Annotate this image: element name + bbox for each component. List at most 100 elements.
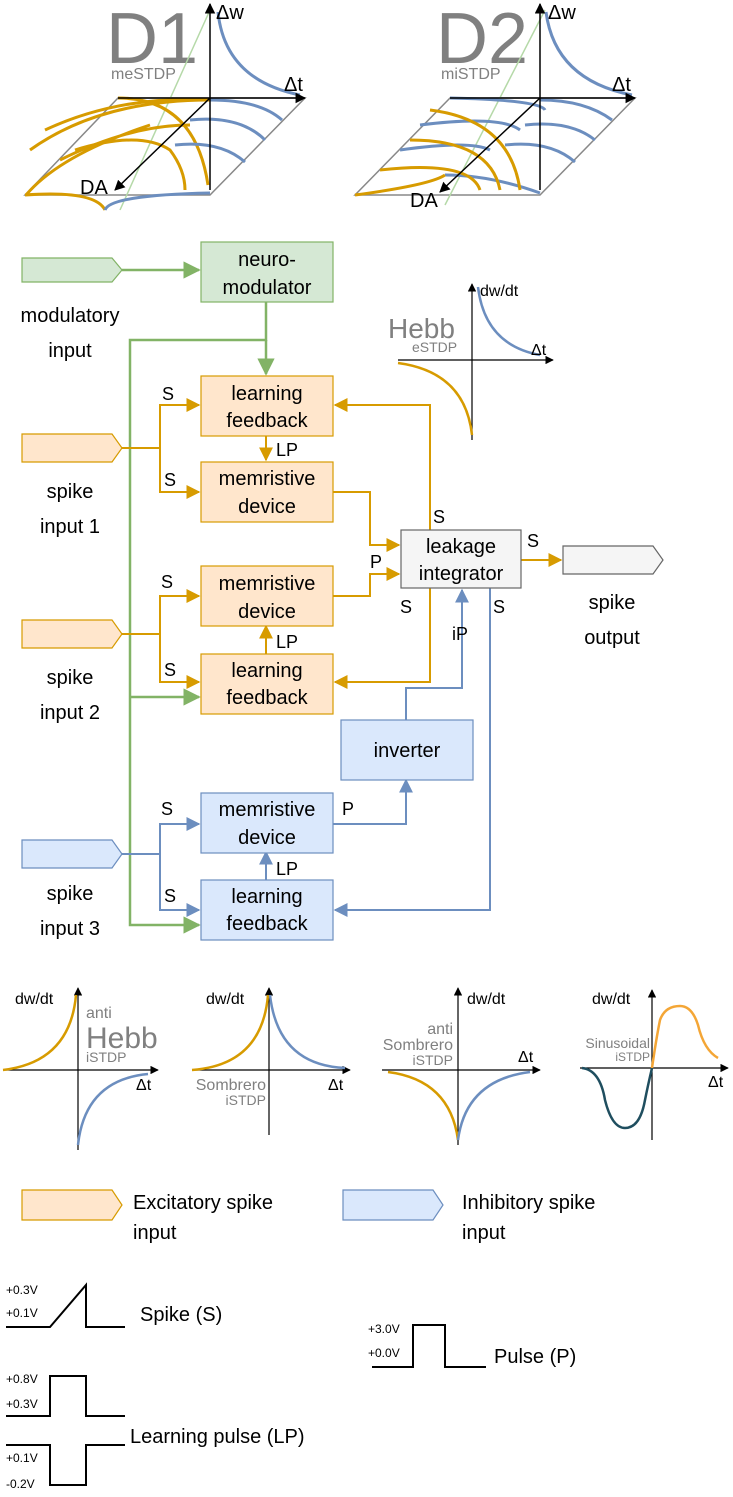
- memristive-device-2-label-1: memristive: [219, 573, 316, 595]
- curve-hebb-e-x-axis: Δt: [531, 342, 547, 359]
- curve-sombrero-subtitle: iSTDP: [226, 1092, 266, 1108]
- panel-d1: D1 meSTDP Δw Δt DA: [23, 0, 307, 211]
- neuromodulator-block: neuro- modulator: [200, 241, 334, 303]
- panel-d2: D2 miSTDP Δw Δt DA: [353, 0, 637, 212]
- curve-sombrero-x-axis: Δt: [328, 1077, 344, 1094]
- legend-excitatory: Excitatory spike input: [21, 1189, 273, 1244]
- panel-d2-z-axis: DA: [410, 190, 438, 212]
- spike-input-1-label-1: spike: [47, 481, 94, 503]
- curve-anti-sombrero-y-axis: dw/dt: [467, 991, 506, 1008]
- signal-s: S: [400, 597, 412, 617]
- leakage-integrator-label-2: integrator: [419, 563, 504, 585]
- legend-inhibitory: Inhibitory spike input: [342, 1189, 595, 1244]
- memristive-device-3-label-1: memristive: [219, 799, 316, 821]
- spike-input-1-label-2: input 1: [40, 516, 100, 538]
- signal-lp: LP: [276, 440, 298, 460]
- spike-output-label-2: output: [584, 627, 640, 649]
- curve-hebb-estdp: Hebb eSTDP dw/dt Δt: [388, 283, 554, 440]
- learning-feedback-1-label-1: learning: [231, 383, 302, 405]
- modulatory-input-shape: [21, 257, 123, 283]
- curve-sinusoidal-subtitle: iSTDP: [615, 1050, 650, 1064]
- memristive-device-3-label-2: device: [238, 827, 296, 849]
- signal-labels: S S LP S S P S S S LP iP S S P LP S: [161, 384, 539, 906]
- lp-pos-low-voltage: +0.3V: [6, 1397, 38, 1411]
- curve-anti-hebb-prefix: anti: [86, 1005, 112, 1022]
- spike-input-2-label-1: spike: [47, 667, 94, 689]
- neuromodulator-label-2: modulator: [223, 277, 312, 299]
- curve-anti-sombrero-prefix: anti: [427, 1021, 453, 1038]
- learning-feedback-3-block: learning feedback: [200, 879, 334, 941]
- curve-anti-hebb-subtitle: iSTDP: [86, 1049, 126, 1065]
- legend-inhibitory-label-2: input: [462, 1222, 506, 1244]
- signal-p: P: [370, 552, 382, 572]
- panel-d1-z-axis: DA: [80, 177, 108, 199]
- signal-s: S: [162, 384, 174, 404]
- spike-input-1-shape: [21, 433, 123, 463]
- signal-s: S: [433, 507, 445, 527]
- spike-input-3-label-2: input 3: [40, 918, 100, 940]
- memristive-device-1-block: memristive device: [200, 461, 334, 523]
- learning-pulse-label: Learning pulse (LP): [130, 1426, 305, 1448]
- spike-input-2-label-2: input 2: [40, 702, 100, 724]
- curve-sinusoidal-x-axis: Δt: [708, 1074, 724, 1091]
- pulse-label: Pulse (P): [494, 1346, 576, 1368]
- signal-s: S: [164, 660, 176, 680]
- modulatory-input-label-1: modulatory: [21, 305, 120, 327]
- panel-d1-title: D1: [106, 0, 198, 79]
- learning-feedback-1-block: learning feedback: [200, 375, 334, 437]
- signal-s: S: [161, 572, 173, 592]
- signal-s: S: [161, 799, 173, 819]
- curve-sinusoidal-y-axis: dw/dt: [592, 991, 631, 1008]
- lp-pos-high-voltage: +0.8V: [6, 1372, 38, 1386]
- learning-feedback-2-label-1: learning: [231, 660, 302, 682]
- curve-anti-hebb-x-axis: Δt: [136, 1077, 152, 1094]
- curve-anti-hebb-title: Hebb: [86, 1022, 158, 1055]
- waveform-learning-pulse: +0.8V +0.3V Learning pulse (LP) +0.1V -0…: [6, 1372, 305, 1491]
- signal-s: S: [493, 597, 505, 617]
- signal-s: S: [527, 531, 539, 551]
- curve-sombrero-y-axis: dw/dt: [206, 991, 245, 1008]
- curve-anti-hebb-y-axis: dw/dt: [15, 991, 54, 1008]
- panel-d1-y-axis: Δw: [216, 2, 244, 24]
- panel-d1-x-axis: Δt: [284, 74, 303, 96]
- panel-d2-x-axis: Δt: [612, 74, 631, 96]
- lp-neg-low-voltage: -0.2V: [6, 1477, 35, 1491]
- leakage-integrator-block: leakage integrator: [400, 529, 522, 589]
- spike-input-3-shape: [21, 839, 123, 869]
- learning-feedback-3-label-1: learning: [231, 886, 302, 908]
- lp-neg-high-voltage: +0.1V: [6, 1451, 38, 1465]
- leakage-integrator-label-1: leakage: [426, 536, 496, 558]
- learning-feedback-1-label-2: feedback: [226, 410, 308, 432]
- waveform-pulse: +3.0V +0.0V Pulse (P): [368, 1322, 576, 1368]
- memristive-device-2-label-2: device: [238, 601, 296, 623]
- curve-anti-sombrero-subtitle: iSTDP: [413, 1052, 453, 1068]
- inverter-block: inverter: [340, 719, 474, 781]
- curve-hebb-e-subtitle: eSTDP: [412, 339, 457, 355]
- panel-d2-y-axis: Δw: [548, 2, 576, 24]
- learning-feedback-2-label-2: feedback: [226, 687, 308, 709]
- signal-s: S: [164, 470, 176, 490]
- legend-excitatory-label-2: input: [133, 1222, 177, 1244]
- spike-input-2-shape: [21, 619, 123, 649]
- legend-excitatory-label-1: Excitatory spike: [133, 1192, 273, 1214]
- signal-ip: iP: [452, 624, 468, 644]
- memristive-device-3-block: memristive device: [200, 792, 334, 854]
- curve-hebb-e-y-axis: dw/dt: [480, 283, 519, 300]
- memristive-device-1-label-2: device: [238, 496, 296, 518]
- signal-s: S: [164, 886, 176, 906]
- pulse-high-voltage: +3.0V: [368, 1322, 400, 1336]
- spike-output-shape: [562, 545, 664, 575]
- inverter-label: inverter: [374, 740, 441, 762]
- learning-feedback-3-label-2: feedback: [226, 913, 308, 935]
- modulatory-input-label-2: input: [48, 340, 92, 362]
- spike-high-voltage: +0.3V: [6, 1283, 38, 1297]
- legend-inhibitory-label-1: Inhibitory spike: [462, 1192, 595, 1214]
- spike-low-voltage: +0.1V: [6, 1306, 38, 1320]
- panel-d2-subtitle: miSTDP: [441, 66, 501, 83]
- pulse-low-voltage: +0.0V: [368, 1346, 400, 1360]
- panel-d2-title: D2: [436, 0, 528, 79]
- neuromodulator-label-1: neuro-: [238, 249, 296, 271]
- curve-sombrero: dw/dt Sombrero iSTDP Δt: [191, 987, 351, 1135]
- curve-anti-sombrero: dw/dt anti Sombrero iSTDP Δt: [382, 987, 541, 1145]
